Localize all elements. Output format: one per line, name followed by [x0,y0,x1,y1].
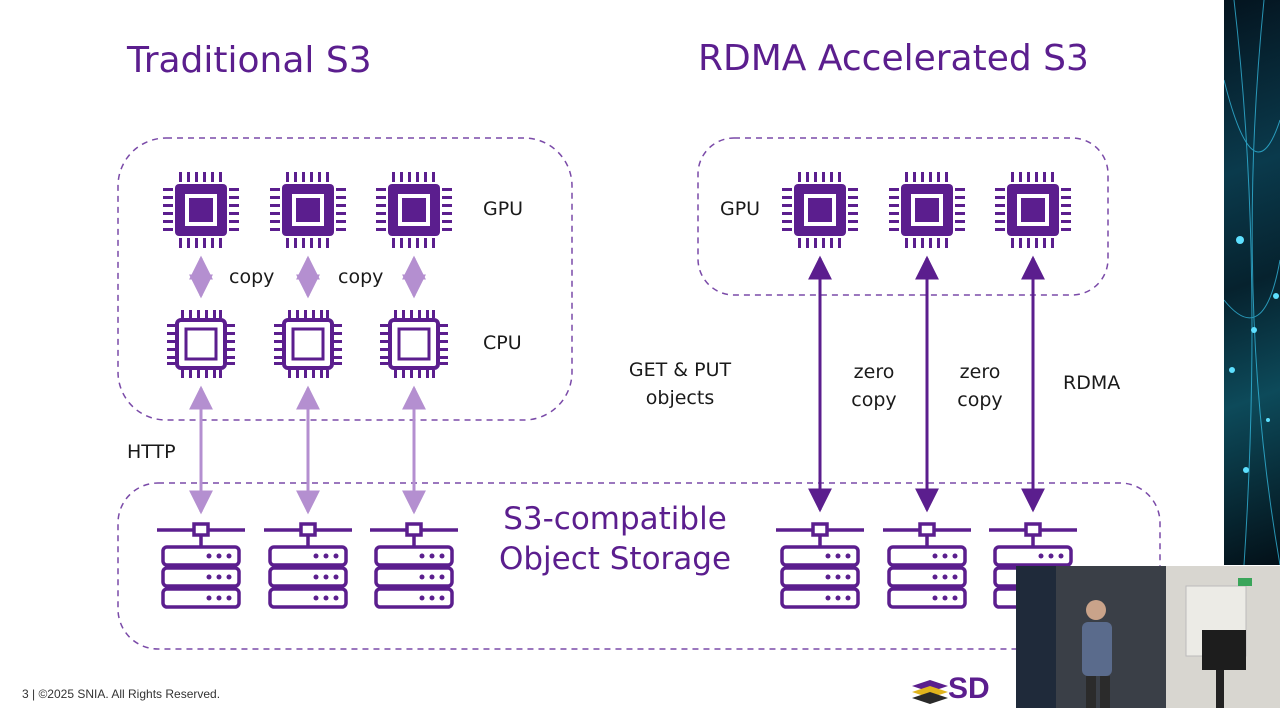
zero-copy-line1: zero [959,361,1001,383]
storage-server-icon [155,522,247,609]
storage-server-icon [881,522,973,609]
zero-copy-line2: copy [957,389,1003,411]
gpu-chip-icon [889,172,965,248]
copy-label: copy [338,266,384,288]
traditional-compute-box [117,137,573,421]
zero-copy-line1: zero [853,361,895,383]
storage-label-line2: Object Storage [498,541,732,577]
get-put-objects-label: GET & PUT objects [620,356,740,412]
gpu-chip-icon [995,172,1071,248]
snia-logo-icon [912,680,948,704]
zero-copy-line2: copy [851,389,897,411]
title-rdma-accelerated-s3: RDMA Accelerated S3 [698,38,1089,79]
object-storage-label: S3-compatible Object Storage [495,499,735,579]
storage-server-icon [774,522,866,609]
storage-server-icon [262,522,354,609]
rdma-gpu-box [697,137,1109,296]
cpu-chip-icon [272,308,344,380]
logo-text: SD [948,672,990,705]
cpu-chip-icon [378,308,450,380]
http-label: HTTP [127,441,176,463]
get-put-line1: GET & PUT [628,359,732,381]
gpu-chip-icon [782,172,858,248]
storage-server-icon [368,522,460,609]
copy-label: copy [229,266,275,288]
speaker-video-thumbnail [1016,566,1280,708]
rdma-label: RDMA [1063,372,1121,394]
gpu-chip-icon [376,172,452,248]
cpu-chip-icon [165,308,237,380]
gpu-label-left: GPU [483,198,524,220]
title-traditional-s3: Traditional S3 [127,40,372,81]
footer-copyright: 3 | ©2025 SNIA. All Rights Reserved. [22,687,221,701]
get-put-line2: objects [645,387,715,409]
gpu-label-right: GPU [720,198,761,220]
cpu-label-left: CPU [483,332,522,354]
gpu-chip-icon [270,172,346,248]
zero-copy-label: zero copy [940,358,1020,414]
storage-label-line1: S3-compatible [503,501,727,537]
decorative-side-image [1224,0,1280,565]
gpu-chip-icon [163,172,239,248]
zero-copy-label: zero copy [834,358,914,414]
